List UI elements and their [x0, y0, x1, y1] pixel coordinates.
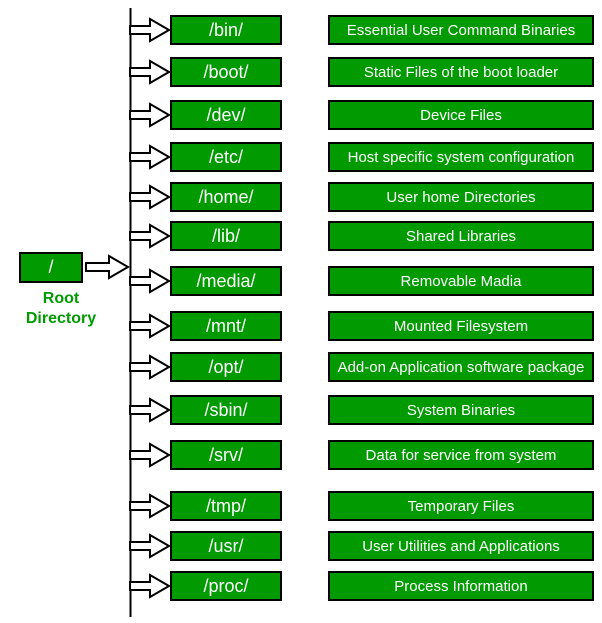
desc-box-usr: User Utilities and Applications [328, 531, 594, 561]
desc-box-lib: Shared Libraries [328, 221, 594, 251]
dir-box-etc: /etc/ [170, 142, 282, 172]
desc-box-tmp: Temporary Files [328, 491, 594, 521]
dir-box-home: /home/ [170, 182, 282, 212]
branch-arrow-proc-icon [129, 573, 171, 599]
branch-arrow-bin-icon [129, 17, 171, 43]
dir-box-proc: /proc/ [170, 571, 282, 601]
desc-box-media: Removable Madia [328, 266, 594, 296]
desc-box-home: User home Directories [328, 182, 594, 212]
desc-box-sbin: System Binaries [328, 395, 594, 425]
branch-arrow-srv-icon [129, 442, 171, 468]
dir-box-lib: /lib/ [170, 221, 282, 251]
desc-box-srv: Data for service from system [328, 440, 594, 470]
desc-box-boot: Static Files of the boot loader [328, 57, 594, 87]
branch-arrow-tmp-icon [129, 493, 171, 519]
branch-arrow-mnt-icon [129, 313, 171, 339]
dir-box-boot: /boot/ [170, 57, 282, 87]
branch-arrow-lib-icon [129, 223, 171, 249]
branch-arrow-home-icon [129, 184, 171, 210]
branch-arrow-boot-icon [129, 59, 171, 85]
desc-box-dev: Device Files [328, 100, 594, 130]
dir-box-bin: /bin/ [170, 15, 282, 45]
desc-box-etc: Host specific system configuration [328, 142, 594, 172]
branch-arrow-usr-icon [129, 533, 171, 559]
desc-box-proc: Process Information [328, 571, 594, 601]
dir-box-usr: /usr/ [170, 531, 282, 561]
dir-box-sbin: /sbin/ [170, 395, 282, 425]
desc-box-opt: Add-on Application software package [328, 352, 594, 382]
dir-box-media: /media/ [170, 266, 282, 296]
branch-arrow-sbin-icon [129, 397, 171, 423]
desc-box-mnt: Mounted Filesystem [328, 311, 594, 341]
branch-arrow-opt-icon [129, 354, 171, 380]
dir-box-dev: /dev/ [170, 100, 282, 130]
desc-box-bin: Essential User Command Binaries [328, 15, 594, 45]
root-directory-label: Root Directory [25, 290, 97, 327]
branch-arrow-media-icon [129, 268, 171, 294]
branch-arrow-etc-icon [129, 144, 171, 170]
dir-box-srv: /srv/ [170, 440, 282, 470]
root-arrow-icon [85, 254, 130, 280]
root-directory-node: / [19, 252, 83, 283]
dir-box-tmp: /tmp/ [170, 491, 282, 521]
branch-arrow-dev-icon [129, 102, 171, 128]
dir-box-mnt: /mnt/ [170, 311, 282, 341]
dir-box-opt: /opt/ [170, 352, 282, 382]
